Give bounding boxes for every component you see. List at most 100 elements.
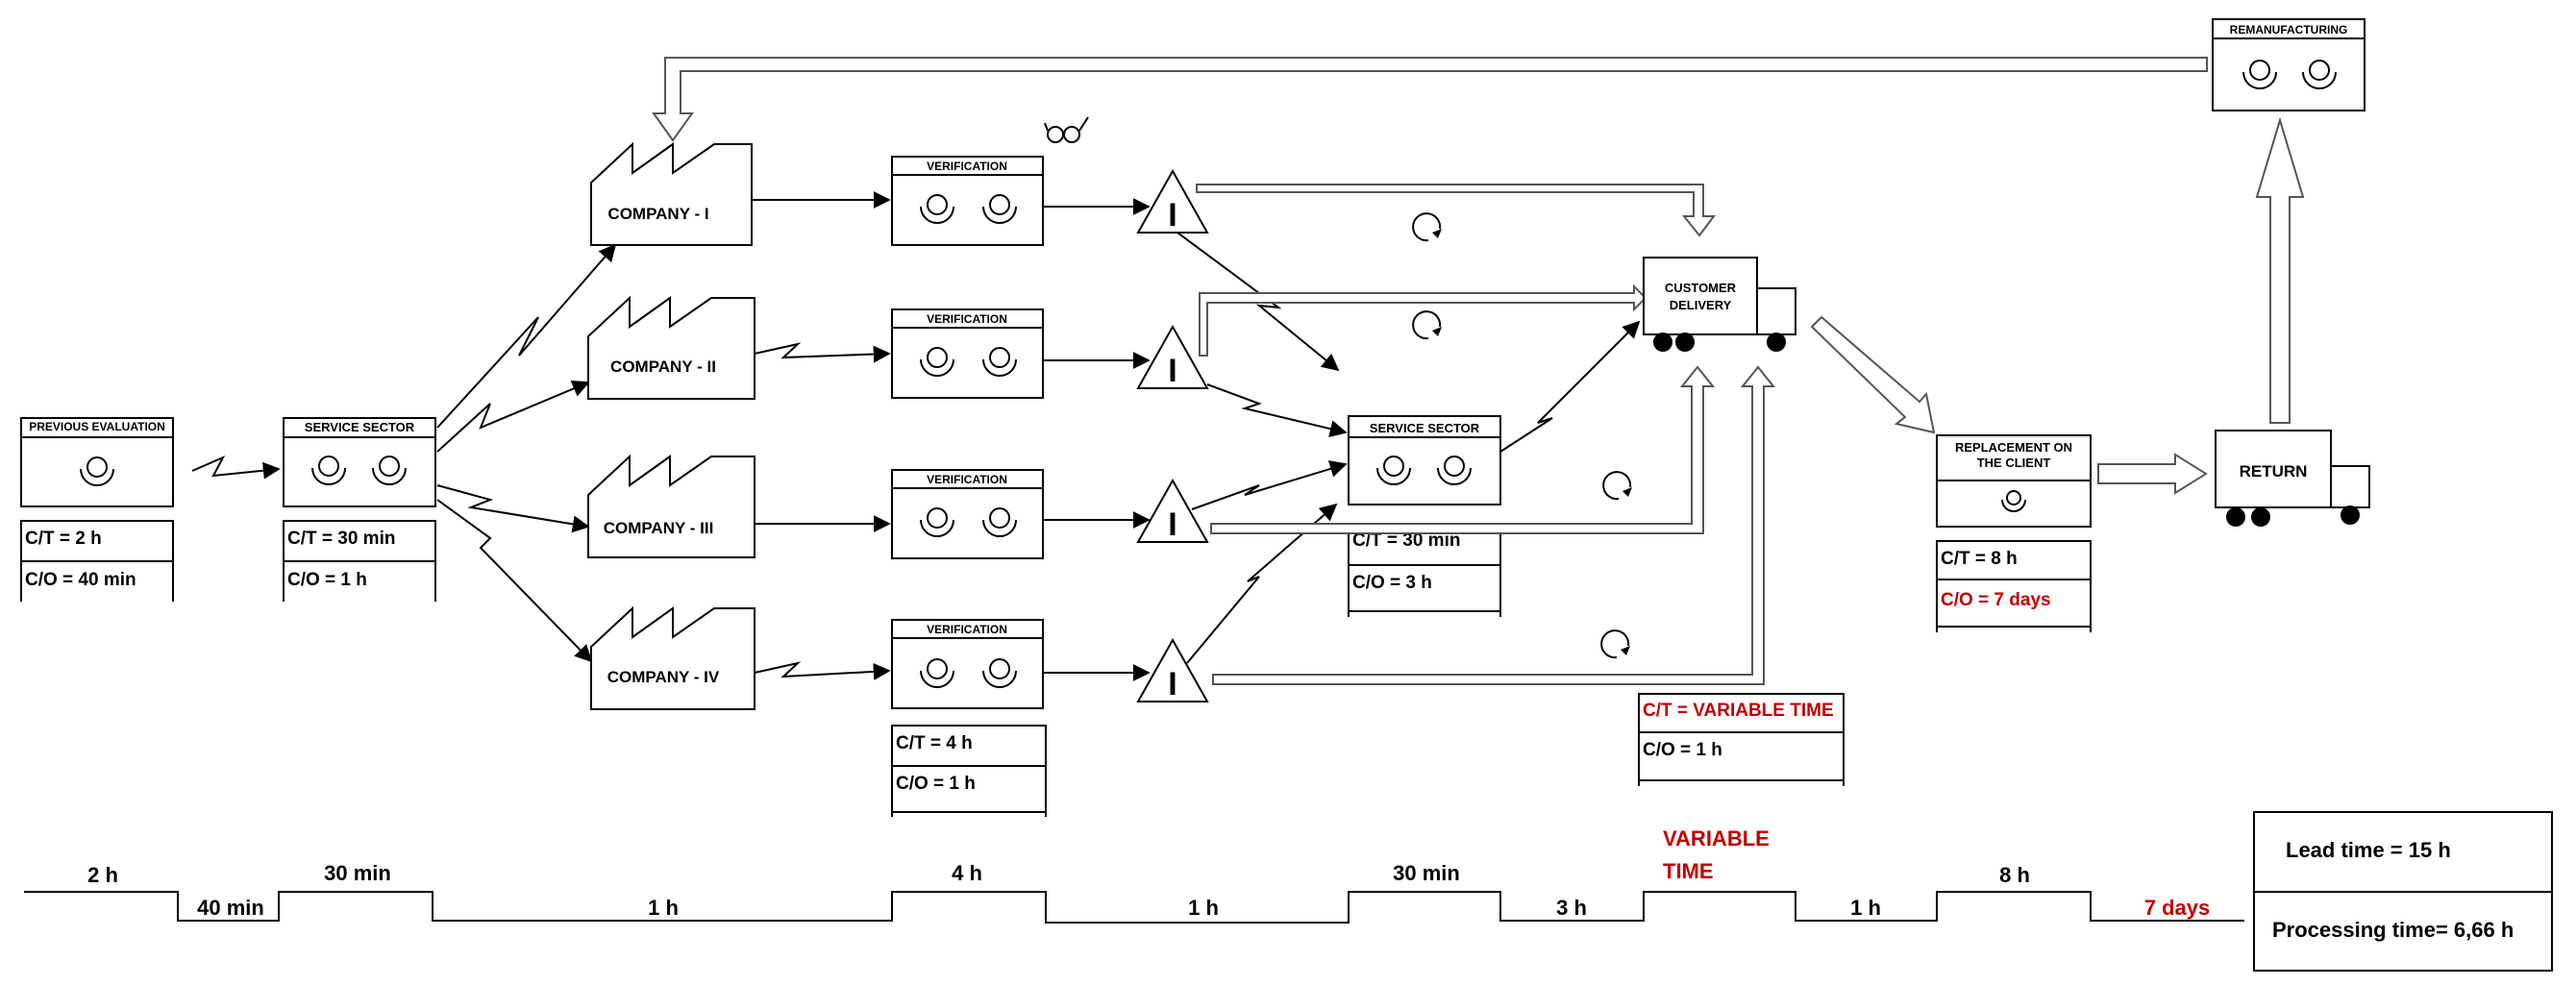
cycle-icon xyxy=(1602,471,1632,501)
company-2: COMPANY - II xyxy=(587,295,755,400)
verification-ct: C/T = 4 h xyxy=(896,733,973,753)
inventory-triangle-3: I xyxy=(1136,478,1209,543)
process-previous-evaluation: PREVIOUS EVALUATION xyxy=(20,417,174,507)
timeline-variable-1: VARIABLE xyxy=(1663,826,1770,850)
timeline-top-3: 4 h xyxy=(952,861,982,885)
replacement-ct: C/T = 8 h xyxy=(1941,549,2018,569)
inventory-triangle-1: I xyxy=(1136,168,1209,234)
company-4-label: COMPANY - IV xyxy=(607,668,720,686)
company-3-label: COMPANY - III xyxy=(604,519,714,537)
go-see-glasses-icon xyxy=(1044,116,1089,143)
data-box-replacement: C/T = 8 h C/O = 7 days xyxy=(1935,540,2093,644)
timeline-variable-2: TIME xyxy=(1663,859,1714,883)
processing-time: Processing time= 6,66 h xyxy=(2272,918,2514,942)
service-sector-1-title: SERVICE SECTOR xyxy=(305,420,415,434)
shipment-arrow xyxy=(2255,116,2305,424)
info-flow-arrow xyxy=(436,484,590,533)
verification-1: VERIFICATION xyxy=(891,156,1044,246)
data-box-service-sector-2: C/T = 30 min C/O = 3 h xyxy=(1347,523,1502,629)
shipment-arrow xyxy=(1212,365,1776,685)
operator-icon xyxy=(920,194,954,224)
timeline-bottom-5: 1 h xyxy=(1850,896,1881,920)
operator-icon xyxy=(2001,490,2026,512)
timeline-top-2: 30 min xyxy=(324,861,391,885)
info-flow-arrow xyxy=(1191,460,1348,510)
return-label: RETURN xyxy=(2240,462,2308,481)
operator-icon xyxy=(982,347,1017,377)
service-sector-2-ct: C/T = 30 min xyxy=(1352,530,1460,551)
inventory-3-symbol: I xyxy=(1168,506,1177,543)
previous-evaluation-co: C/O = 40 min xyxy=(25,570,136,590)
lead-time: Lead time = 15 h xyxy=(2286,838,2451,862)
info-flow-arrow xyxy=(1499,320,1641,453)
cycle-icon xyxy=(1600,629,1630,659)
verification-2-title: VERIFICATION xyxy=(927,312,1007,326)
timeline-bottom-1: 40 min xyxy=(197,896,264,920)
shipment-arrow xyxy=(1196,184,1716,237)
remanufacturing-title: REMANUFACTURING xyxy=(2230,23,2348,37)
company-1-label: COMPANY - I xyxy=(607,205,708,223)
verification-3-title: VERIFICATION xyxy=(927,473,1007,486)
verification-4: VERIFICATION xyxy=(891,619,1044,709)
shipment-arrow xyxy=(1210,365,1716,534)
return-truck: RETURN xyxy=(2215,430,2370,527)
info-flow-arrow xyxy=(1206,383,1348,438)
previous-evaluation-ct: C/T = 2 h xyxy=(25,529,102,549)
operator-icon xyxy=(982,194,1017,224)
inventory-2-symbol: I xyxy=(1168,353,1177,389)
info-flow-arrow xyxy=(436,380,590,453)
data-box-previous-evaluation: C/T = 2 h C/O = 40 min xyxy=(19,520,175,613)
previous-evaluation-title: PREVIOUS EVALUATION xyxy=(29,420,165,433)
data-box-service-sector-1: C/T = 30 min C/O = 1 h xyxy=(282,520,437,613)
operator-icon xyxy=(982,658,1017,688)
timeline-top-1: 2 h xyxy=(87,863,118,887)
operator-icon xyxy=(982,507,1017,537)
process-service-sector-1: SERVICE SECTOR xyxy=(283,417,436,507)
timeline-bottom-2: 1 h xyxy=(648,896,679,920)
process-replacement-on-client: REPLACEMENT ON THE CLIENT xyxy=(1936,434,2092,528)
verification-co: C/O = 1 h xyxy=(896,774,976,794)
service-sector-1-ct: C/T = 30 min xyxy=(287,529,395,549)
data-box-customer-delivery: C/T = VARIABLE TIME C/O = 1 h xyxy=(1637,693,1845,798)
company-2-label: COMPANY - II xyxy=(610,357,716,376)
timeline-bottom-4: 3 h xyxy=(1556,896,1587,920)
company-4: COMPANY - IV xyxy=(590,605,755,710)
customer-delivery-line1: CUSTOMER xyxy=(1665,281,1737,295)
replacement-line1: REPLACEMENT ON xyxy=(1955,440,2072,455)
timeline-top-5: 8 h xyxy=(1999,863,2030,887)
replacement-co: C/O = 7 days xyxy=(1941,590,2051,610)
operator-icon xyxy=(372,456,407,485)
info-flow-arrow xyxy=(436,499,593,663)
summary-box: Lead time = 15 h Processing time= 6,66 h xyxy=(2253,811,2553,972)
verification-1-title: VERIFICATION xyxy=(927,160,1007,173)
data-box-verification: C/T = 4 h C/O = 1 h xyxy=(890,725,1048,828)
cycle-icon xyxy=(1412,310,1442,340)
operator-icon xyxy=(920,347,954,377)
timeline-line xyxy=(24,891,2244,924)
verification-3: VERIFICATION xyxy=(891,469,1044,559)
shipment-arrow xyxy=(1199,283,1647,357)
inventory-triangle-2: I xyxy=(1136,324,1209,389)
info-flow-arrow xyxy=(1186,503,1338,664)
replacement-line2: THE CLIENT xyxy=(1977,456,2051,470)
operator-icon xyxy=(920,658,954,688)
cycle-icon xyxy=(1412,212,1442,242)
info-flow-arrow xyxy=(1177,232,1340,372)
customer-delivery-truck: CUSTOMER DELIVERY xyxy=(1643,257,1796,352)
shipment-arrow xyxy=(1810,315,1936,434)
operator-icon xyxy=(311,456,346,485)
service-sector-1-co: C/O = 1 h xyxy=(287,570,367,590)
operator-icon xyxy=(80,456,114,486)
info-flow-arrow xyxy=(754,661,891,680)
inventory-4-symbol: I xyxy=(1168,666,1177,703)
timeline-bottom-red: 7 days xyxy=(2144,896,2211,920)
operator-icon xyxy=(2242,60,2277,89)
operator-icon xyxy=(1376,456,1411,485)
timeline-bottom-3: 1 h xyxy=(1188,896,1219,920)
return-flow-arrow xyxy=(652,57,2208,142)
info-flow-arrow xyxy=(754,342,891,363)
process-remanufacturing: REMANUFACTURING xyxy=(2212,18,2365,111)
customer-delivery-co: C/O = 1 h xyxy=(1643,740,1722,760)
verification-2: VERIFICATION xyxy=(891,308,1044,399)
